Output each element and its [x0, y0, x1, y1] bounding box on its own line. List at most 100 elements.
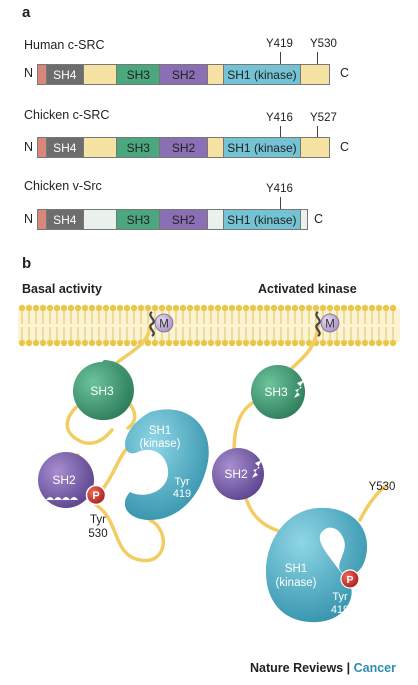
lipid-head	[109, 339, 117, 347]
lipid-head	[382, 304, 390, 312]
lipid-head	[382, 339, 390, 347]
lipid-head	[53, 339, 61, 347]
lipid-head	[235, 339, 243, 347]
lipid-head	[46, 304, 54, 312]
active-y530-label: Y530	[369, 481, 396, 493]
lipid-head	[347, 339, 355, 347]
marker-tick	[280, 197, 281, 209]
lipid-head	[319, 304, 327, 312]
lipid-head	[347, 304, 355, 312]
active-polypeptide-chain	[232, 324, 388, 536]
lipid-head	[116, 304, 124, 312]
lipid-head	[298, 304, 306, 312]
basal-tyr530-label: Tyr	[90, 514, 106, 526]
panel-a-letter: a	[22, 4, 31, 21]
lipid-head	[284, 304, 292, 312]
journal-name: Nature Reviews	[250, 661, 344, 675]
lipid-head	[340, 339, 348, 347]
lipid-head	[354, 339, 362, 347]
basal-sh2-domain	[38, 452, 94, 508]
journal-credit: Nature Reviews | Cancer	[250, 661, 396, 675]
lipid-head	[249, 339, 257, 347]
basal-sh3-label: SH3	[90, 384, 114, 398]
lipid-head	[284, 339, 292, 347]
lipid-head	[39, 304, 47, 312]
lipid-head	[130, 304, 138, 312]
lipid-head	[32, 304, 40, 312]
lipid-head	[340, 304, 348, 312]
protein-name: Chicken c-SRC	[24, 108, 110, 122]
active-phosphate-icon	[340, 569, 360, 589]
basal-sh1-label: SH1	[149, 425, 171, 437]
active-sh3-domain	[251, 365, 305, 419]
lipid-head	[277, 304, 285, 312]
lipid-head	[67, 304, 75, 312]
lipid-head	[389, 304, 397, 312]
lipid-head	[214, 304, 222, 312]
lipid-head	[235, 304, 243, 312]
lipid-head	[193, 339, 201, 347]
lipid-head	[67, 339, 75, 347]
lipid-head	[81, 339, 89, 347]
lipid-head	[207, 304, 215, 312]
marker-y416: Y416	[266, 112, 293, 124]
protein-name: Human c-SRC	[24, 38, 105, 52]
lipid-head	[298, 339, 306, 347]
lipid-head	[375, 304, 383, 312]
lipid-head	[193, 304, 201, 312]
lipid-head	[326, 339, 334, 347]
lipid-head	[144, 304, 152, 312]
lipid-head	[32, 339, 40, 347]
lipid-head	[95, 304, 103, 312]
lipid-head	[60, 339, 68, 347]
lipid-head	[25, 339, 33, 347]
active-sh3-label: SH3	[264, 385, 288, 399]
basal-phosphate-label: P	[92, 490, 99, 502]
basal-phosphate-icon	[85, 484, 107, 506]
active-kinase-label: (kinase)	[276, 577, 317, 589]
marker-y527: Y527	[310, 112, 337, 124]
lipid-head	[249, 304, 257, 312]
sh2-domain: SH2	[160, 138, 208, 157]
lipid-head	[256, 339, 264, 347]
basal-sh2-label: SH2	[52, 473, 76, 487]
c-terminus-label: C	[340, 140, 350, 154]
journal-section: Cancer	[353, 661, 396, 675]
c-terminal-tail	[301, 65, 329, 84]
lipid-head	[60, 304, 68, 312]
lipid-head	[151, 304, 159, 312]
lipid-head	[312, 304, 320, 312]
lipid-head	[18, 339, 26, 347]
lipid-head	[375, 339, 383, 347]
domain-bar: SH4 SH3 SH2 SH1 (kinase)	[37, 209, 308, 230]
lipid-head	[326, 304, 334, 312]
lipid-head	[368, 339, 376, 347]
lipid-head	[81, 304, 89, 312]
marker-y530: Y530	[310, 38, 337, 50]
basal-activity-title: Basal activity	[22, 282, 102, 296]
basal-sh2-pocket	[46, 497, 78, 500]
n-terminal-segment	[38, 138, 47, 157]
lipid-head	[333, 339, 341, 347]
linker-region	[207, 65, 224, 84]
lipid-head	[214, 339, 222, 347]
lipid-head	[256, 304, 264, 312]
active-sh1-kinase	[266, 507, 368, 623]
lipid-head	[165, 304, 173, 312]
basal-kinase-label: (kinase)	[140, 438, 181, 450]
marker-tick	[280, 126, 281, 138]
lipid-head	[354, 304, 362, 312]
basal-myristoyl-anchor	[149, 311, 155, 337]
n-terminus-label: N	[24, 140, 34, 154]
lipid-head	[102, 304, 110, 312]
lipid-head	[144, 339, 152, 347]
lipid-head	[165, 339, 173, 347]
marker-y419: Y419	[266, 38, 293, 50]
active-sh2-pocket	[252, 460, 262, 478]
lipid-head	[74, 339, 82, 347]
lipid-head	[123, 304, 131, 312]
lipid-head	[137, 304, 145, 312]
lipid-head	[207, 339, 215, 347]
active-anchor-m-label: M	[325, 319, 335, 331]
